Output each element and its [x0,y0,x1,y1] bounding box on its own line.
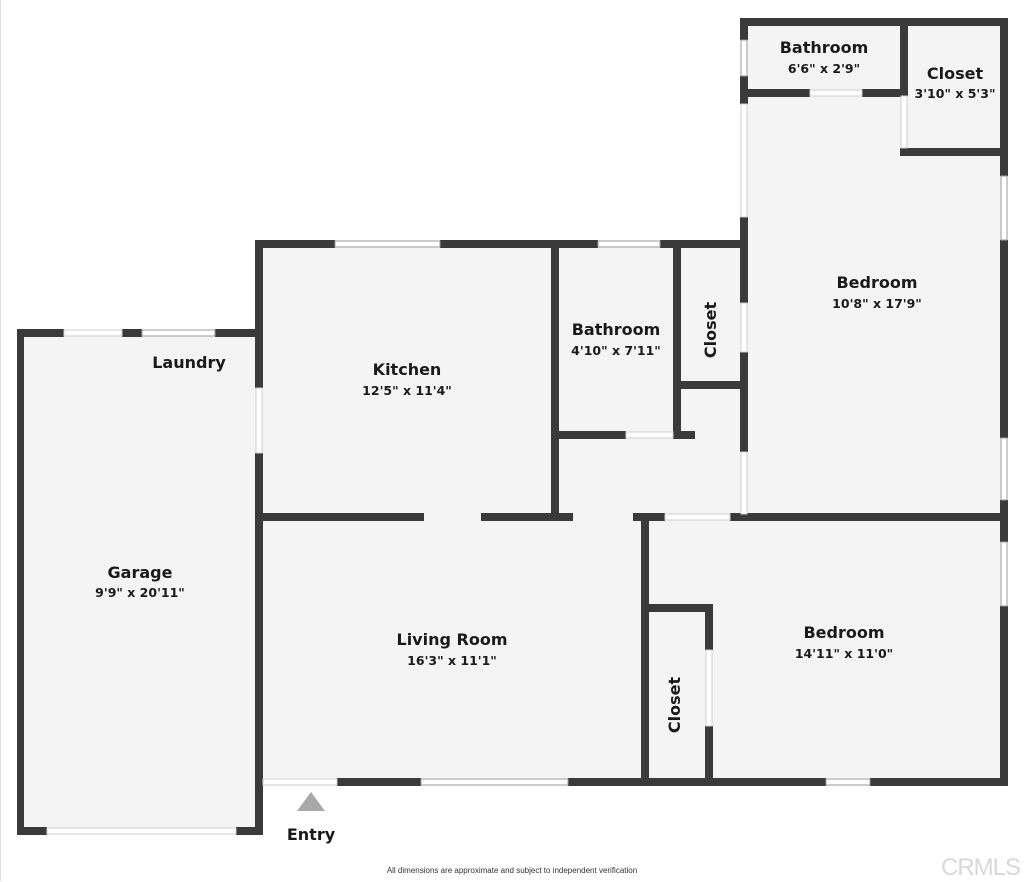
image-border [0,0,1,881]
master-floor [746,24,1002,518]
closet-door [740,302,748,353]
garage-floor [24,336,256,830]
garage-top-opening [63,329,123,337]
crmls-watermark: CRMLS [940,854,1021,881]
living-room-floor [262,516,646,778]
bath-window [597,240,661,248]
bedroom2-dims: 14'11" x 11'0" [795,646,893,661]
master-bath-window [740,39,748,77]
living-room-label: Living Room [397,630,508,649]
master-bathroom-dims: 6'6" x 2'9" [788,61,860,76]
hall-bathroom-dims: 4'10" x 7'11" [571,343,661,358]
kitchen-dims: 12'5" x 11'4" [362,383,452,398]
master-opening [740,103,748,218]
kitchen-label: Kitchen [373,360,442,379]
disclaimer-text: All dimensions are approximate and subje… [386,866,638,875]
master-door [740,451,748,515]
bedroom2-window-bottom [825,778,871,786]
laundry-window [141,329,216,337]
living-room-dims: 16'3" x 11'1" [407,653,497,668]
floor-areas [24,24,1002,830]
kitchen-window [334,240,441,248]
hall-closet-label: Closet [701,302,720,359]
master-bedroom-label: Bedroom [836,273,917,292]
entry-marker: Entry [287,792,336,844]
master-closet-door [900,95,908,149]
entry-arrow-icon [297,792,325,811]
bedroom2-closet-label: Closet [665,677,684,734]
bedroom2-closet-door [705,649,713,727]
hall-bathroom-label: Bathroom [572,320,661,339]
garage-label: Garage [108,563,173,582]
bedroom2-label: Bedroom [803,623,884,642]
garage-door [46,827,237,835]
walls [17,18,1008,835]
living-window [420,778,569,786]
entry-label: Entry [287,825,336,844]
room-labels: Garage 9'9" x 20'11" Laundry Kitchen 12'… [95,38,995,733]
master-bathroom-label: Bathroom [780,38,869,57]
laundry-label: Laundry [152,353,226,372]
bedroom2-door [664,513,731,521]
master-closet-label: Closet [927,64,984,83]
kitchen-floor [262,246,554,516]
bath-door [625,431,674,439]
master-window-2 [1000,437,1008,501]
openings [46,39,1008,835]
entry-door [262,778,338,786]
master-bath-door [809,89,863,97]
bedroom2-window-right [1000,541,1008,607]
garage-kitchen-door [255,387,263,454]
master-closet-dims: 3'10" x 5'3" [915,86,996,101]
master-bedroom-dims: 10'8" x 17'9" [832,296,922,311]
master-window-1 [1000,175,1008,241]
garage-dims: 9'9" x 20'11" [95,585,185,600]
